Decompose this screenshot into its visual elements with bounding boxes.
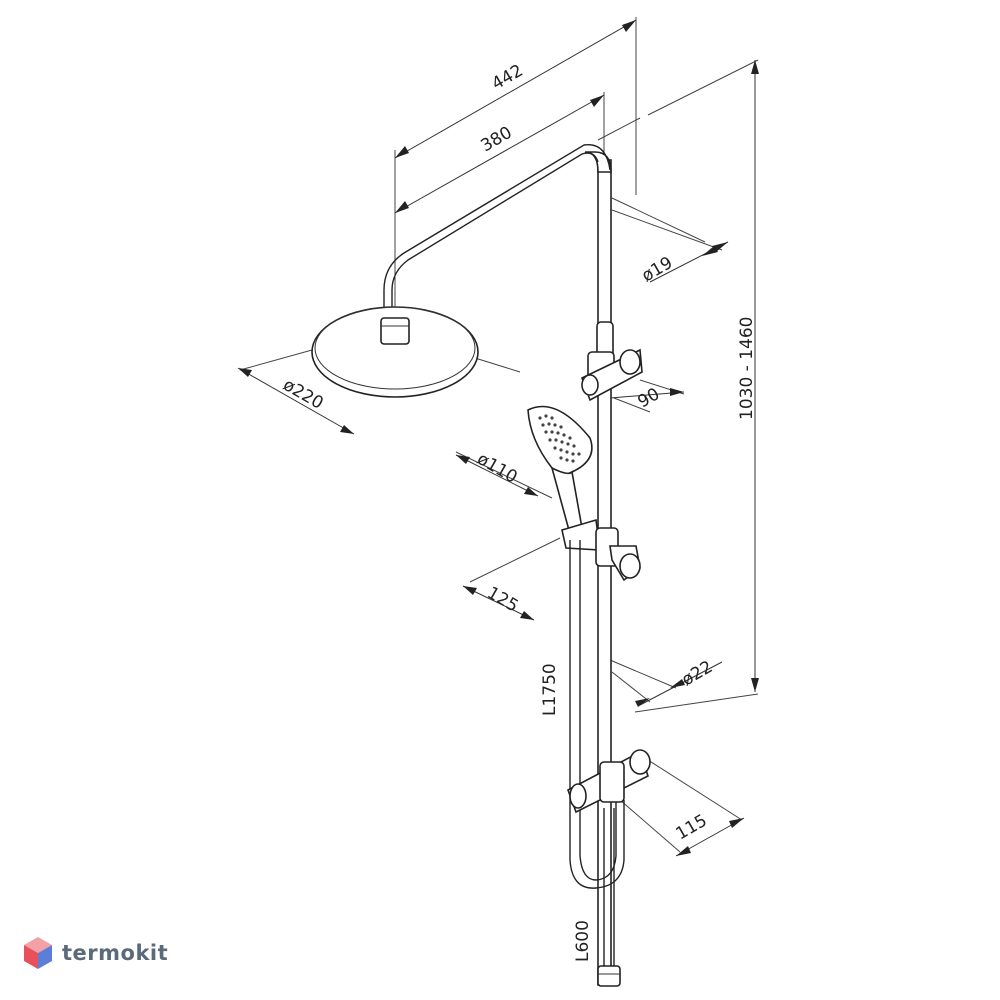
dim-442-label: 442 — [489, 61, 527, 95]
riser-pipe — [584, 151, 612, 986]
dim-o220-label: ø220 — [280, 375, 327, 414]
watermark-brand-text: termokit — [62, 941, 169, 965]
spray-nozzles — [538, 414, 581, 463]
dim-380-label: 380 — [478, 123, 516, 157]
shower-arm — [383, 144, 611, 318]
top-holder — [581, 321, 643, 402]
dim-o22-label: ø22 — [679, 657, 717, 690]
hose-bottom-fitting — [597, 965, 621, 987]
dimension-lines — [237, 19, 759, 857]
extension-lines — [239, 17, 759, 853]
cube-logo-icon — [24, 937, 52, 969]
dim-o110-label: ø110 — [474, 449, 521, 488]
dim-l1750-label: L1750 — [540, 663, 560, 716]
termokit-watermark: termokit — [22, 935, 168, 971]
shower-hose — [569, 540, 625, 972]
dim-l600-label: L600 — [573, 920, 593, 962]
dim-o19-label: ø19 — [639, 253, 677, 286]
hand-shower — [527, 405, 593, 537]
dim-height-range-label: 1030 - 1460 — [737, 317, 757, 420]
lower-diverter — [567, 749, 651, 814]
slider-bracket — [561, 518, 641, 582]
overhead-shower — [311, 306, 479, 398]
